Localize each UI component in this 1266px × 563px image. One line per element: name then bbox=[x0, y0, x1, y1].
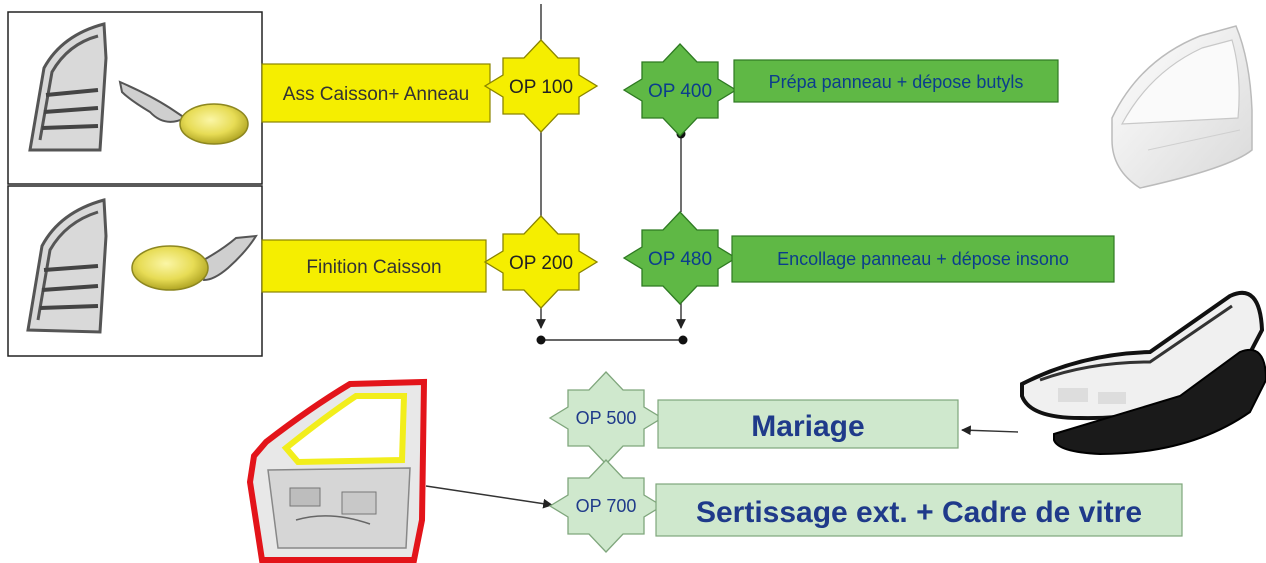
op500-code: OP 500 bbox=[576, 408, 637, 428]
op100-label-box: Ass Caisson+ Anneau bbox=[261, 63, 491, 123]
image-panel-op200 bbox=[7, 185, 263, 357]
junction-dot bbox=[536, 335, 546, 345]
outer-door-panel bbox=[1111, 25, 1253, 189]
op700-code: OP 700 bbox=[576, 496, 637, 516]
op500-label: Mariage bbox=[751, 410, 864, 443]
op480-label-box: Encollage panneau + dépose insono bbox=[731, 235, 1115, 283]
op200-label: Finition Caisson bbox=[306, 257, 441, 278]
op480-label: Encollage panneau + dépose insono bbox=[777, 249, 1069, 269]
op100-star: OP 100 bbox=[483, 39, 599, 133]
op500-star: OP 500 bbox=[548, 371, 664, 465]
op100-label: Ass Caisson+ Anneau bbox=[283, 84, 469, 105]
op500-label-box: Mariage bbox=[657, 399, 959, 449]
op400-label: Prépa panneau + dépose butyls bbox=[769, 72, 1024, 92]
married-door-parts bbox=[1020, 290, 1266, 456]
op400-code: OP 400 bbox=[648, 81, 712, 102]
image-panel-op100 bbox=[7, 11, 263, 185]
flow-connectors bbox=[425, 4, 1019, 509]
op700-label-box: Sertissage ext. + Cadre de vitre bbox=[655, 483, 1183, 537]
op200-star: OP 200 bbox=[483, 215, 599, 309]
op200-code: OP 200 bbox=[509, 253, 573, 274]
op100-code: OP 100 bbox=[509, 77, 573, 98]
hemmed-door-with-window-frame bbox=[246, 378, 428, 563]
op700-label: Sertissage ext. + Cadre de vitre bbox=[696, 496, 1142, 529]
op480-star: OP 480 bbox=[622, 211, 738, 305]
finished-ring-part bbox=[131, 245, 209, 291]
ring-part bbox=[179, 103, 249, 145]
op400-star: OP 400 bbox=[622, 43, 738, 137]
op480-code: OP 480 bbox=[648, 249, 712, 270]
op400-label-box: Prépa panneau + dépose butyls bbox=[733, 59, 1059, 103]
junction-dot bbox=[678, 335, 688, 345]
op700-star: OP 700 bbox=[548, 459, 664, 553]
door-frame-finished bbox=[26, 198, 258, 334]
op200-label-box: Finition Caisson bbox=[261, 239, 487, 293]
door-frame-with-ring bbox=[28, 22, 187, 152]
